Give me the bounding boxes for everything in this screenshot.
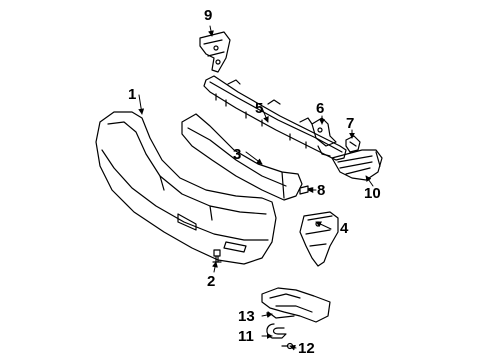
callout-8: 8: [317, 182, 325, 199]
callout-9: 9: [204, 7, 212, 24]
part-9-upper-bracket: [199, 31, 231, 73]
callout-5: 5: [255, 100, 263, 117]
callout-7: 7: [346, 115, 354, 132]
part-13-lower-mount: [261, 287, 331, 323]
callout-1: 1: [128, 86, 136, 103]
leader-lines: [138, 25, 374, 351]
part-5-impact-bar: [203, 75, 347, 161]
callout-4: 4: [340, 220, 349, 237]
part-11-hook: [266, 323, 287, 339]
part-3-energy-absorber: [181, 113, 303, 201]
callout-12: 12: [298, 340, 315, 357]
callout-13: 13: [238, 308, 255, 325]
part-1-bumper-fascia: [95, 111, 277, 265]
callout-2: 2: [207, 273, 215, 290]
part-7-clip: [345, 135, 361, 153]
part-4-side-mount: [299, 211, 339, 267]
part-10-corner-insert: [331, 149, 383, 181]
callout-3: 3: [233, 146, 241, 163]
callout-6: 6: [316, 100, 324, 117]
callout-10: 10: [364, 185, 381, 202]
callout-11: 11: [238, 328, 254, 345]
